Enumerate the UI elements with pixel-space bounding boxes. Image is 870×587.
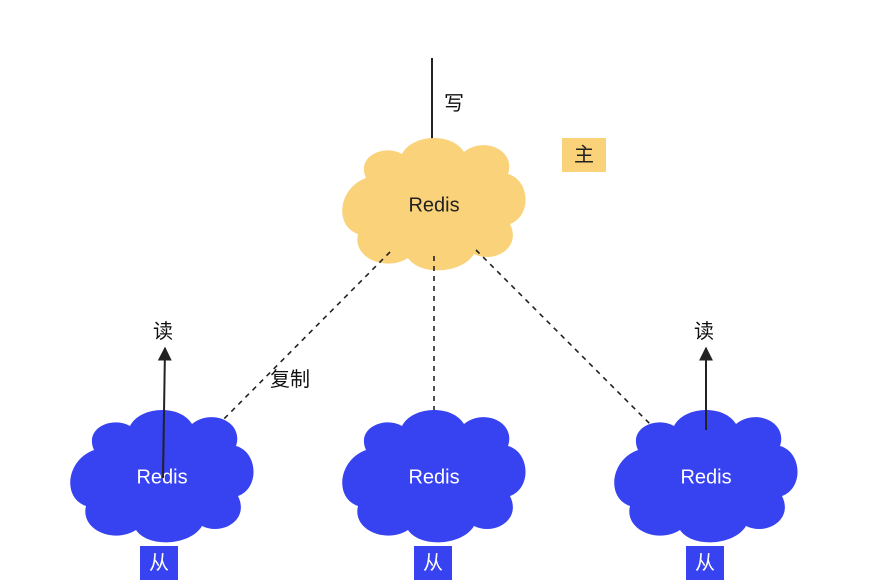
write-label: 写 <box>444 91 464 115</box>
master-redis-node: Redis <box>342 137 526 271</box>
master-role-text: 主 <box>574 143 594 167</box>
slave-role-badge-3 <box>686 546 724 580</box>
replicate-arrow-left <box>206 251 391 437</box>
slave-redis-label-2: Redis <box>408 466 459 488</box>
master-redis-label: Redis <box>408 194 459 216</box>
replicate-arrow-right <box>475 249 663 437</box>
slave-redis-label-1: Redis <box>136 466 187 488</box>
slave-redis-node-1: Redis <box>70 409 254 543</box>
read-arrow-left <box>157 346 172 479</box>
slave-redis-node-3: Redis <box>614 409 798 543</box>
slave-role-badge-2 <box>414 546 452 580</box>
slave-role-text-3: 从 <box>695 551 715 575</box>
replicate-label: 复制 <box>270 367 310 391</box>
slave-redis-node-2: Redis <box>342 409 526 543</box>
slave-role-text-1: 从 <box>149 551 169 575</box>
read-label-left: 读 <box>153 319 173 343</box>
read-label-right: 读 <box>694 319 714 343</box>
master-role-badge <box>562 138 606 172</box>
slave-role-text-2: 从 <box>423 551 443 575</box>
slave-redis-label-3: Redis <box>680 466 731 488</box>
slave-role-badge-1 <box>140 546 178 580</box>
